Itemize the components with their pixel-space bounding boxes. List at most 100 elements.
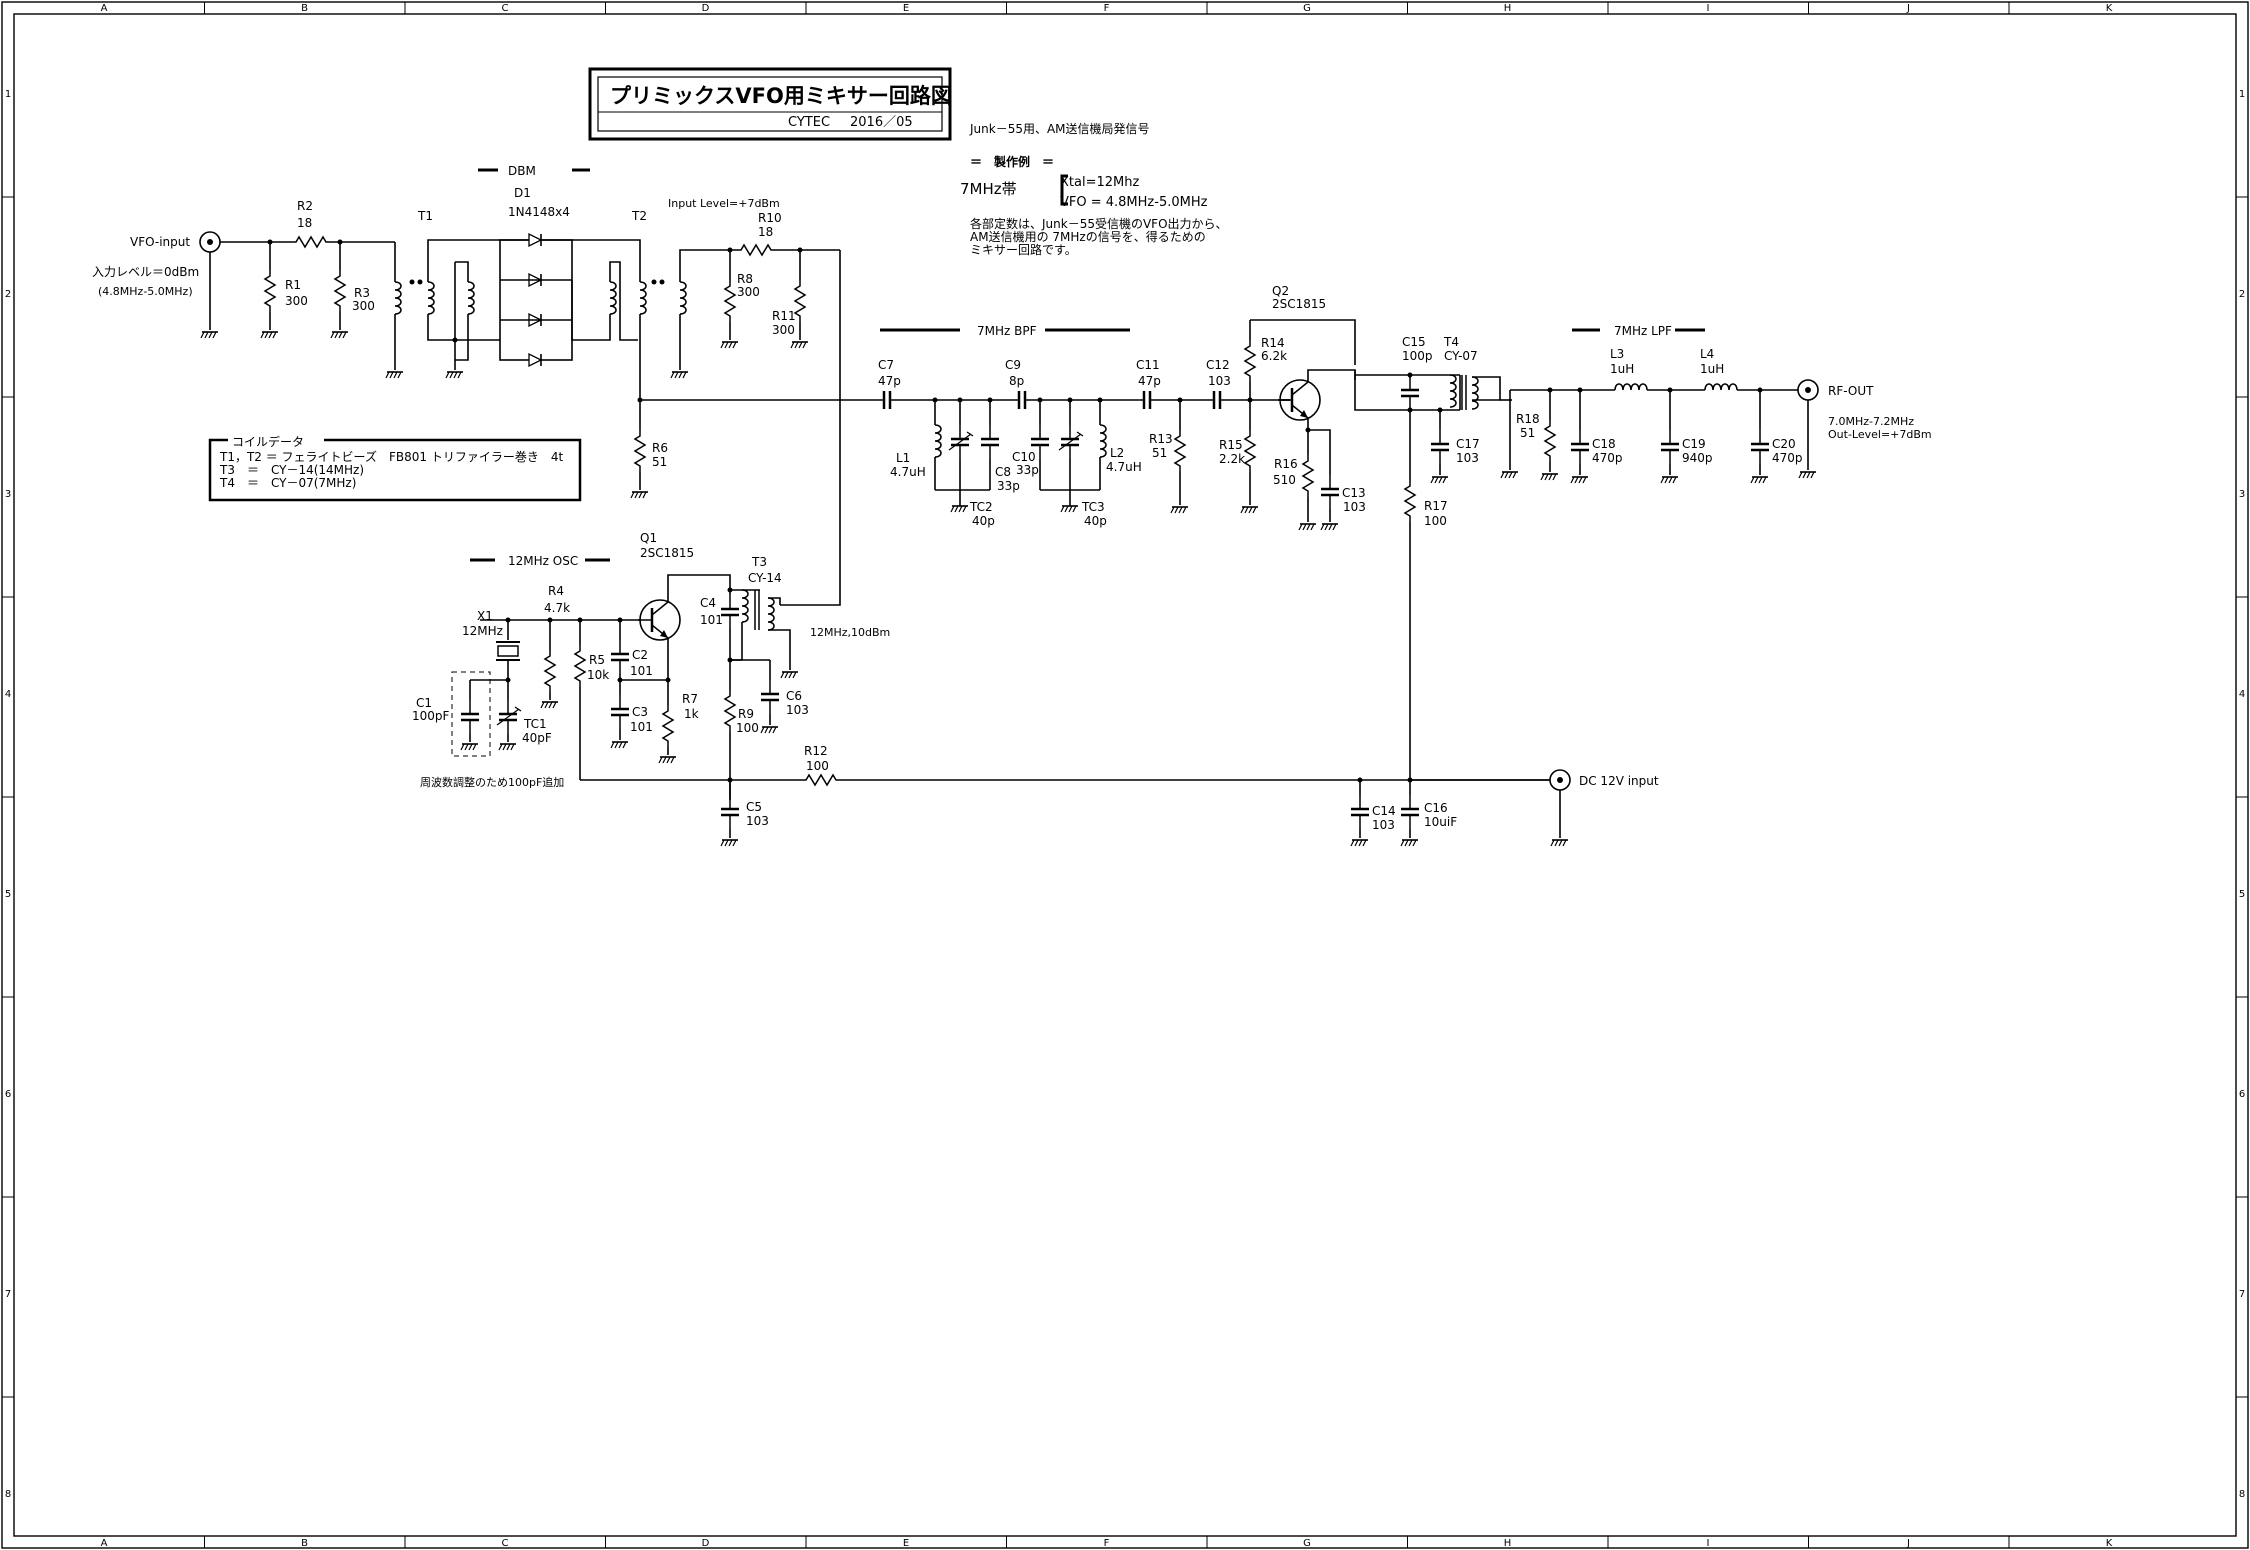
grid-row-label: 6 <box>5 1089 11 1100</box>
c2-val: 101 <box>630 664 653 678</box>
c19-val: 940p <box>1682 451 1713 465</box>
grid-row-label: 3 <box>2239 489 2245 500</box>
grid-row-label: 8 <box>2239 1489 2245 1500</box>
rf-out-jack[interactable] <box>1797 379 1819 401</box>
c3-ref: C3 <box>632 705 648 719</box>
c11-val: 47p <box>1138 374 1161 388</box>
c1-ref: C1 <box>416 696 432 710</box>
grid-row-label: 1 <box>2239 89 2245 100</box>
r8-val: 300 <box>737 285 760 299</box>
c15-ref: C15 <box>1402 335 1426 349</box>
r18-val: 51 <box>1520 426 1535 440</box>
c14-ref: C14 <box>1372 804 1396 818</box>
grid-col-label: E <box>903 3 909 14</box>
c10-val: 33p <box>1016 463 1039 477</box>
c7-val: 47p <box>878 374 901 388</box>
l3-val: 1uH <box>1610 362 1634 376</box>
label-out-range: 7.0MHz-7.2MHz <box>1828 415 1914 428</box>
lpf-section: R18 51 C18 470p L3 1uH C19 940p L4 1uH C… <box>1500 347 1932 484</box>
x1-val: 12MHz <box>462 624 503 638</box>
grid-col-label: H <box>1504 3 1512 14</box>
note-desc-2: AM送信機用の 7MHzの信号を、得るための <box>970 229 1206 244</box>
q2-ref: Q2 <box>1272 284 1289 298</box>
vfo-input-jack[interactable] <box>199 231 221 253</box>
title-author: CYTEC <box>788 115 830 130</box>
section-bpf: 7MHz BPF <box>977 324 1037 338</box>
r1-ref: R1 <box>285 278 301 292</box>
c7-ref: C7 <box>878 358 894 372</box>
c12-ref: C12 <box>1206 358 1230 372</box>
note-desc-3: ミキサー回路です。 <box>970 242 1077 257</box>
label-out-level: Out-Level=+7dBm <box>1828 428 1932 441</box>
t2-ref: T2 <box>631 209 647 223</box>
r3-ref: R3 <box>354 286 370 300</box>
grid-row-label: 2 <box>2239 289 2245 300</box>
label-dbm-input-level: Input Level=+7dBm <box>668 197 780 210</box>
grid-col-label: A <box>101 3 108 14</box>
vfo-input-section: VFO-input 入力レベル＝0dBm (4.8MHz-5.0MHz) R2 … <box>92 199 395 339</box>
section-osc: 12MHz OSC <box>508 554 578 568</box>
r8-ref: R8 <box>737 272 753 286</box>
r9-ref: R9 <box>738 707 754 721</box>
r10-val: 18 <box>758 225 773 239</box>
t4-val: CY-07 <box>1444 349 1478 363</box>
r17-val: 100 <box>1424 514 1447 528</box>
r2-val: 18 <box>297 216 312 230</box>
r16-ref: R16 <box>1274 457 1298 471</box>
q1-val: 2SC1815 <box>640 546 694 560</box>
grid-col-label: E <box>903 1538 909 1549</box>
note-vfo: VFO = 4.8MHz-5.0MHz <box>1060 195 1208 210</box>
c1-val: 100pF <box>412 709 450 723</box>
r6-val: 51 <box>652 455 667 469</box>
r11-val: 300 <box>772 323 795 337</box>
grid-row-label: 4 <box>5 689 11 700</box>
grid-col-label: H <box>1504 1538 1512 1549</box>
c2-ref: C2 <box>632 648 648 662</box>
l2-ref: L2 <box>1110 446 1124 460</box>
r1-val: 300 <box>285 294 308 308</box>
label-dc-input: DC 12V input <box>1579 774 1659 788</box>
schematic-title: プリミックスVFO用ミキサー回路図 <box>610 84 952 108</box>
bpf-section: C7 47p C9 8p C11 47p C12 103 L1 4.7uH C8… <box>640 358 1290 528</box>
r12-ref: R12 <box>804 744 828 758</box>
c6-ref: C6 <box>786 689 802 703</box>
c3-val: 101 <box>630 720 653 734</box>
grid-col-label: B <box>301 1538 308 1549</box>
label-input-level: 入力レベル＝0dBm <box>92 265 199 279</box>
l4-val: 1uH <box>1700 362 1724 376</box>
r2-ref: R2 <box>297 199 313 213</box>
dbm-section: T1 D1 1N4148x4 T2 Input Level=+7dBm R8 3… <box>385 186 841 606</box>
note-example-heading: ＝ 製作例 ＝ <box>970 154 1054 169</box>
label-osc-out: 12MHz,10dBm <box>810 626 890 639</box>
c5-val: 103 <box>746 814 769 828</box>
c13-ref: C13 <box>1342 486 1366 500</box>
grid-col-label: G <box>1303 3 1311 14</box>
r15-ref: R15 <box>1219 438 1243 452</box>
grid-col-label: I <box>1707 1538 1710 1549</box>
c5-ref: C5 <box>746 800 762 814</box>
grid-row-label: 3 <box>5 489 11 500</box>
grid-col-label: A <box>101 1538 108 1549</box>
grid-col-label: G <box>1303 1538 1311 1549</box>
note-band: 7MHz帯 <box>960 180 1017 198</box>
grid-row-label: 7 <box>2239 1289 2245 1300</box>
r11-ref: R11 <box>772 309 796 323</box>
coil-data-line-3: T4 ＝ CY－07(7MHz) <box>219 476 356 490</box>
r6-ref: R6 <box>652 441 668 455</box>
r17-ref: R17 <box>1424 499 1448 513</box>
c18-val: 470p <box>1592 451 1623 465</box>
t3-val: CY-14 <box>748 571 782 585</box>
l3-ref: L3 <box>1610 347 1624 361</box>
r14-val: 6.2k <box>1261 349 1287 363</box>
r18-ref: R18 <box>1516 412 1540 426</box>
note-purpose: Junk－55用、AM送信機局発信号 <box>969 121 1150 136</box>
oscillator-section: X1 12MHz C1 100pF TC1 40pF 周波数調整のため100pF… <box>412 531 890 800</box>
c8-ref: C8 <box>995 465 1011 479</box>
title-block: プリミックスVFO用ミキサー回路図 CYTEC 2016／05 <box>588 67 952 141</box>
t1-ref: T1 <box>417 209 433 223</box>
title-date: 2016／05 <box>850 115 913 130</box>
section-lpf: 7MHz LPF <box>1614 324 1672 338</box>
dc-input-jack[interactable] <box>1549 769 1571 791</box>
